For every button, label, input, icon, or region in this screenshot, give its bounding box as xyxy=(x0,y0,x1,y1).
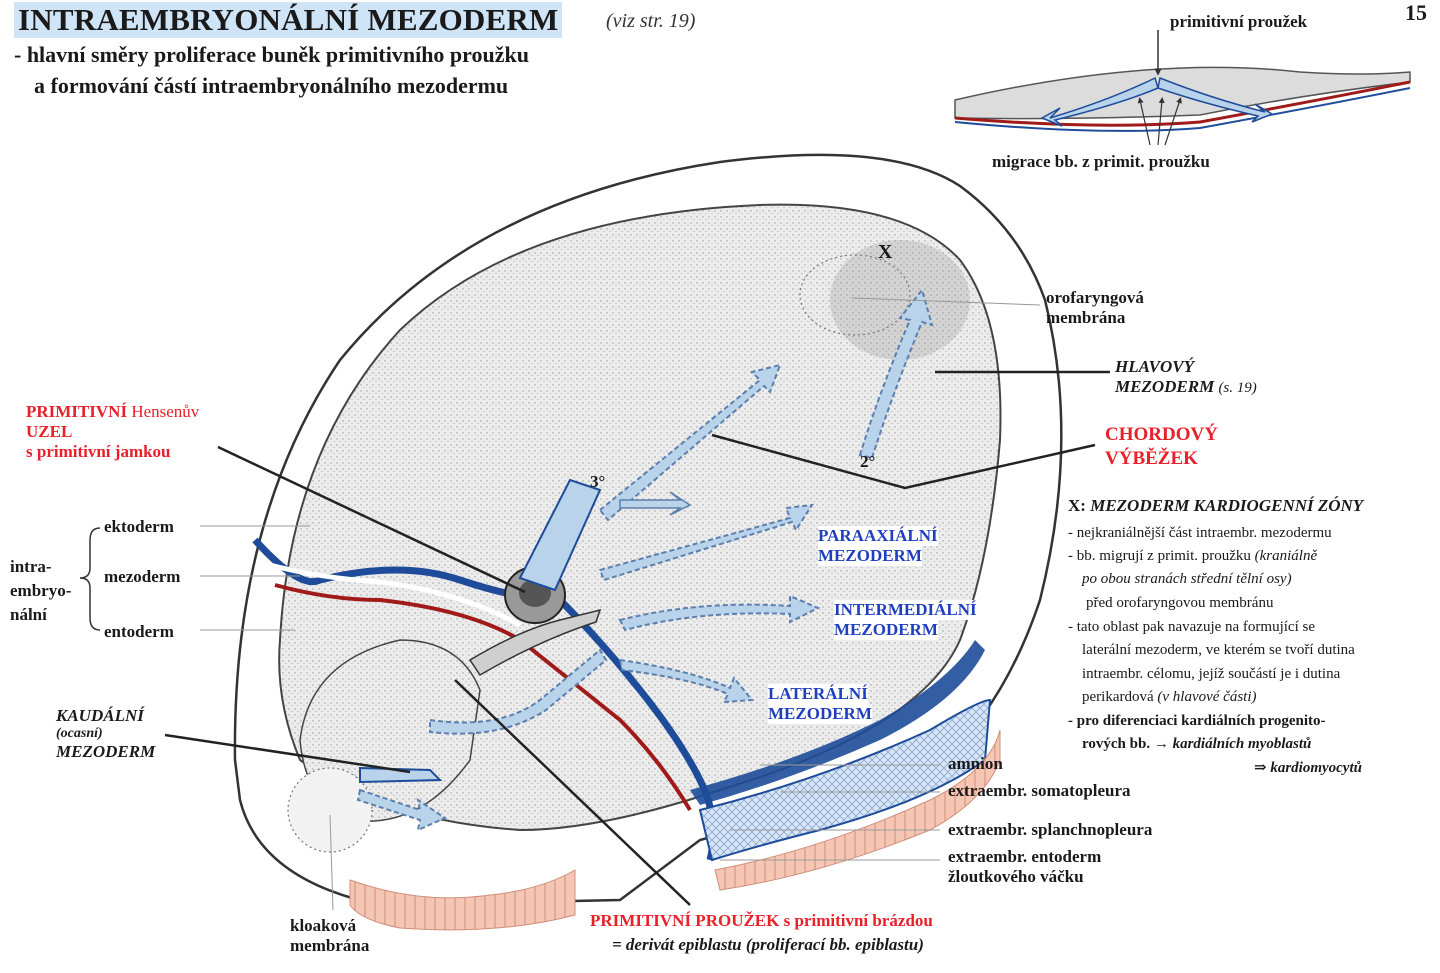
arrow-lower xyxy=(356,788,448,832)
marker-2: 2° xyxy=(860,452,876,471)
label-paraxial-1: PARAAXIÁLNÍ xyxy=(818,526,938,546)
label-lateral-2: MEZODERM xyxy=(768,704,872,724)
yolk-sac-right xyxy=(714,729,1001,891)
streak-groove: s primitivní brázdou xyxy=(783,911,933,930)
arrow-lateral xyxy=(618,658,754,704)
marker-x: X xyxy=(878,241,893,263)
arrow-paraxial xyxy=(598,503,814,582)
inset-label-migration: migrace bb. z primit. proužku xyxy=(992,152,1210,171)
orofaryngeal-membrane xyxy=(799,254,911,336)
leader-hensen xyxy=(217,445,526,594)
outer-envelope xyxy=(233,153,1063,907)
note-line-9: - pro diferenciaci kardiálních progenito… xyxy=(1068,713,1326,729)
note-line-1: - nejkraniálnější část intraembr. mezode… xyxy=(1068,525,1332,541)
label-mezoderm: mezoderm xyxy=(104,567,181,586)
arrow-chordal xyxy=(598,363,782,522)
arrow-head-mesoderm xyxy=(858,287,934,460)
label-chordal-1: CHORDOVÝ xyxy=(1105,424,1218,445)
note-line-3: po obou stranách střední tělní osy) xyxy=(1082,571,1292,587)
label-streak-2: = derivát epiblastu (proliferací bb. epi… xyxy=(612,935,924,954)
label-hensen-line2: UZEL xyxy=(26,422,73,441)
label-hensen-line3: s primitivní jamkou xyxy=(26,442,171,461)
label-hensen-line1: PRIMITIVNÍ Hensenův xyxy=(26,402,199,422)
yolk-sac-left xyxy=(349,869,576,931)
label-lateral-1: LATERÁLNÍ xyxy=(768,684,868,704)
note-line-10a: rových bb. xyxy=(1082,736,1151,752)
label-caudal-1: KAUDÁLNÍ xyxy=(56,706,144,725)
note-line-5: - tato oblast pak navazuje na formující … xyxy=(1068,619,1315,635)
label-splanchnopleura: extraembr. splanchnopleura xyxy=(948,820,1153,839)
marker-3: 3° xyxy=(590,472,606,491)
leader-caudal xyxy=(164,733,411,774)
notes-heading-text: MEZODERM KARDIOGENNÍ ZÓNY xyxy=(1090,496,1364,515)
leader-streak xyxy=(454,679,691,906)
primitive-streak xyxy=(468,608,602,677)
note-line-7: intraembr. célomu, jejíž součástí je i d… xyxy=(1082,666,1341,682)
arrow-intermediate xyxy=(618,594,821,632)
note-line-8a: perikardová xyxy=(1082,689,1154,705)
label-cloacal-1: kloaková xyxy=(290,916,357,935)
label-head-mesoderm-2: MEZODERM (s. 19) xyxy=(1115,377,1257,398)
note-line-10: rových bb. → kardiálních myoblastů xyxy=(1082,733,1311,757)
head-mesoderm-text: MEZODERM xyxy=(1115,377,1215,396)
label-streak-1: PRIMITIVNÍ PROUŽEK s primitivní brázdou xyxy=(590,911,933,931)
label-extra-entoderm-1: extraembr. entoderm xyxy=(948,847,1102,866)
note-line-4: před orofaryngovou membránu xyxy=(1086,595,1274,611)
primitive-streak-inset xyxy=(954,30,1411,146)
note-line-6: laterální mezoderm, ve kterém se tvoří d… xyxy=(1082,642,1355,658)
label-head-mesoderm-1: HLAVOVÝ xyxy=(1115,357,1195,376)
label-amnion: amnion xyxy=(948,754,1003,773)
label-orofaryngeal-1: orofaryngová xyxy=(1046,288,1144,307)
subtitle-line-2: a formování částí intraembryonálního mez… xyxy=(34,73,509,98)
title-reference: (viz str. 19) xyxy=(606,10,696,32)
notes-heading-x: X: xyxy=(1068,496,1086,515)
subtitle-line-1: - hlavní směry proliferace buněk primiti… xyxy=(14,42,530,67)
hensen-name: Hensenův xyxy=(131,402,200,421)
label-caudal-2: (ocasní) xyxy=(56,726,103,741)
note-line-2: - bb. migrují z primit. proužku (kraniál… xyxy=(1068,545,1317,569)
note-line-10b: kardiálních myoblastů xyxy=(1172,736,1312,752)
label-intra-3: nální xyxy=(10,605,47,624)
label-somatopleura: extraembr. somatopleura xyxy=(948,781,1131,800)
leader-chordal xyxy=(711,433,1096,490)
label-chordal-2: VÝBĚŽEK xyxy=(1105,448,1198,469)
label-entoderm: entoderm xyxy=(104,622,174,641)
hensen-primitive: PRIMITIVNÍ xyxy=(26,402,128,421)
label-intra-1: intra- xyxy=(10,557,52,576)
note-line-8: perikardová (v hlavové části) xyxy=(1082,686,1257,710)
label-orofaryngeal-2: membrána xyxy=(1046,308,1126,327)
page-number: 15 xyxy=(1405,0,1427,25)
label-caudal-3: MEZODERM xyxy=(56,742,156,761)
arrow-caudal xyxy=(429,648,608,735)
notes-heading: X: MEZODERM KARDIOGENNÍ ZÓNY xyxy=(1068,496,1363,516)
streak-title: PRIMITIVNÍ PROUŽEK xyxy=(590,911,780,930)
note-line-2a: - bb. migrují z primit. proužku xyxy=(1068,548,1251,564)
label-paraxial-2: MEZODERM xyxy=(818,546,922,566)
label-cloacal-2: membrána xyxy=(290,936,370,955)
note-line-11: ⇒ kardiomyocytů xyxy=(1254,760,1362,776)
head-mesoderm-ref: (s. 19) xyxy=(1218,380,1257,396)
chordal-process xyxy=(518,478,602,592)
cloacal-membrane xyxy=(287,767,373,853)
label-ektoderm: ektoderm xyxy=(104,517,174,536)
label-extra-entoderm-2: žloutkového váčku xyxy=(948,867,1084,886)
note-line-2b: (kraniálně xyxy=(1254,548,1318,564)
inset-label-streak: primitivní proužek xyxy=(1170,12,1308,31)
label-intermediate-1: INTERMEDIÁLNÍ xyxy=(834,600,977,620)
label-intra-2: embryo- xyxy=(10,581,72,600)
note-arrow-icon: → xyxy=(1153,736,1169,752)
note-line-8b: (v hlavové části) xyxy=(1157,689,1257,705)
page-title: INTRAEMBRYONÁLNÍ MEZODERM xyxy=(14,2,563,38)
brace xyxy=(79,527,101,631)
label-intermediate-2: MEZODERM xyxy=(834,620,938,640)
